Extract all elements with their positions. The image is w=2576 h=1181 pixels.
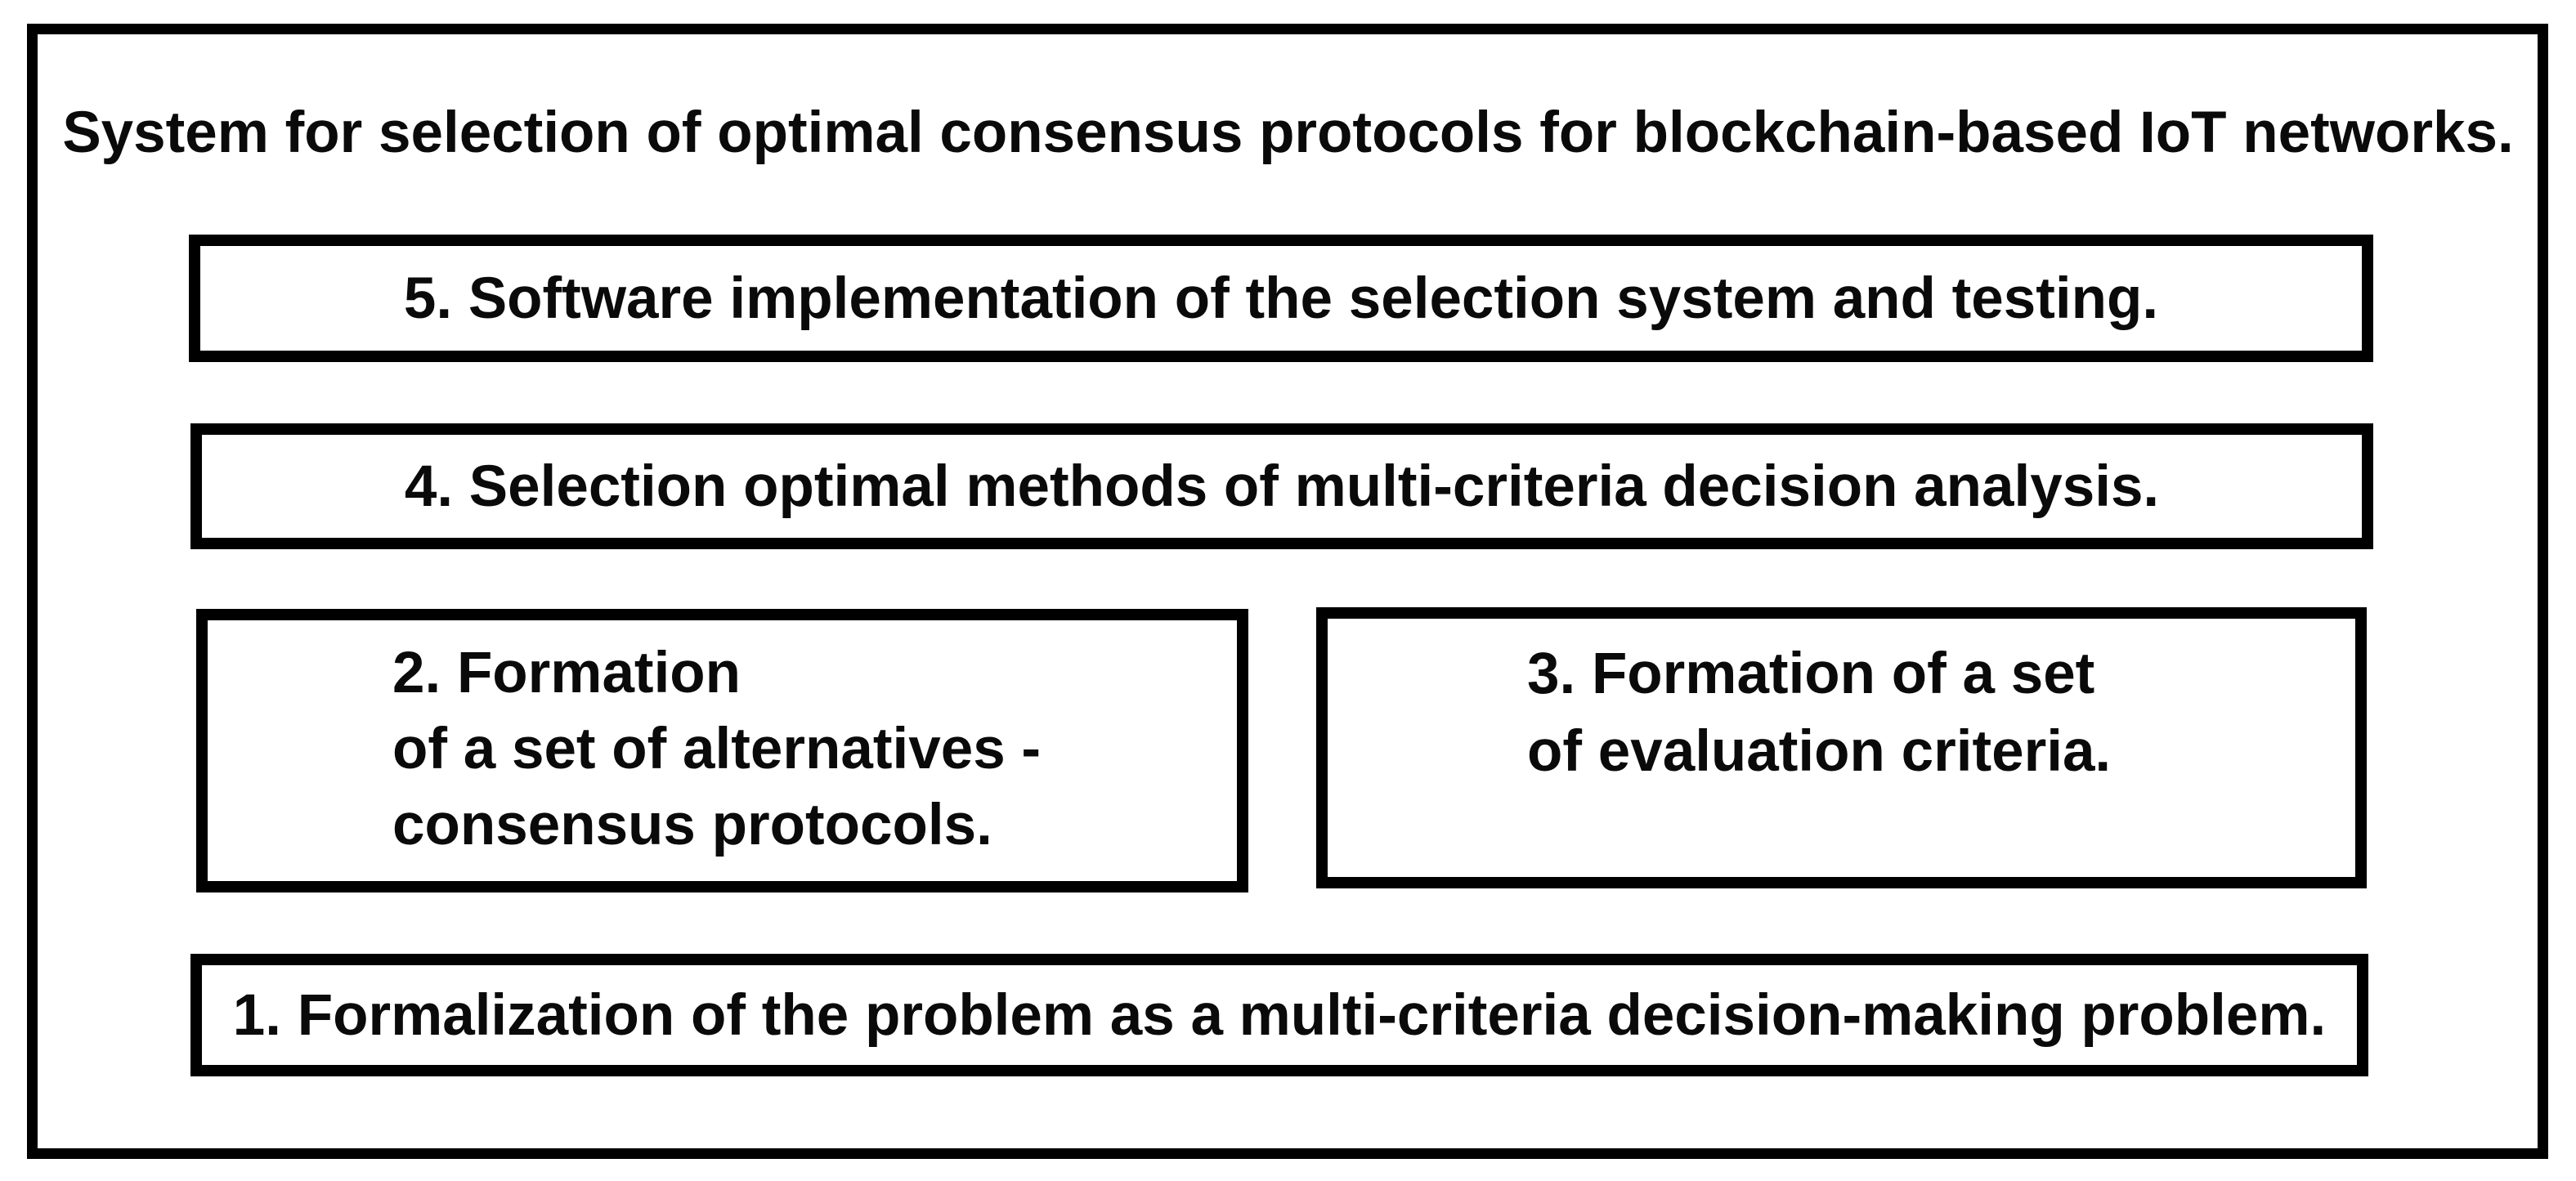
diagram-title: System for selection of optimal consensu… xyxy=(62,101,2514,165)
box-step-4: 4. Selection optimal methods of multi-cr… xyxy=(190,423,2373,549)
step-3-line-1: 3. Formation of a set xyxy=(1527,642,2095,706)
step-2-line-3: consensus protocols. xyxy=(392,793,992,857)
step-1-label: 1. Formalization of the problem as a mul… xyxy=(232,982,2327,1048)
step-2-line-2: of a set of alternatives - xyxy=(392,717,1042,781)
box-step-2: 2. Formation of a set of alternatives - … xyxy=(196,609,1248,892)
step-4-label: 4. Selection optimal methods of multi-cr… xyxy=(404,454,2160,519)
box-step-1: 1. Formalization of the problem as a mul… xyxy=(190,954,2368,1076)
box-step-5: 5. Software implementation of the select… xyxy=(189,235,2373,362)
step-2-line-1: 2. Formation xyxy=(392,641,741,705)
step-5-label: 5. Software implementation of the select… xyxy=(403,266,2159,331)
step-3-line-2: of evaluation criteria. xyxy=(1527,719,2112,784)
box-step-3: 3. Formation of a set of evaluation crit… xyxy=(1316,607,2367,888)
